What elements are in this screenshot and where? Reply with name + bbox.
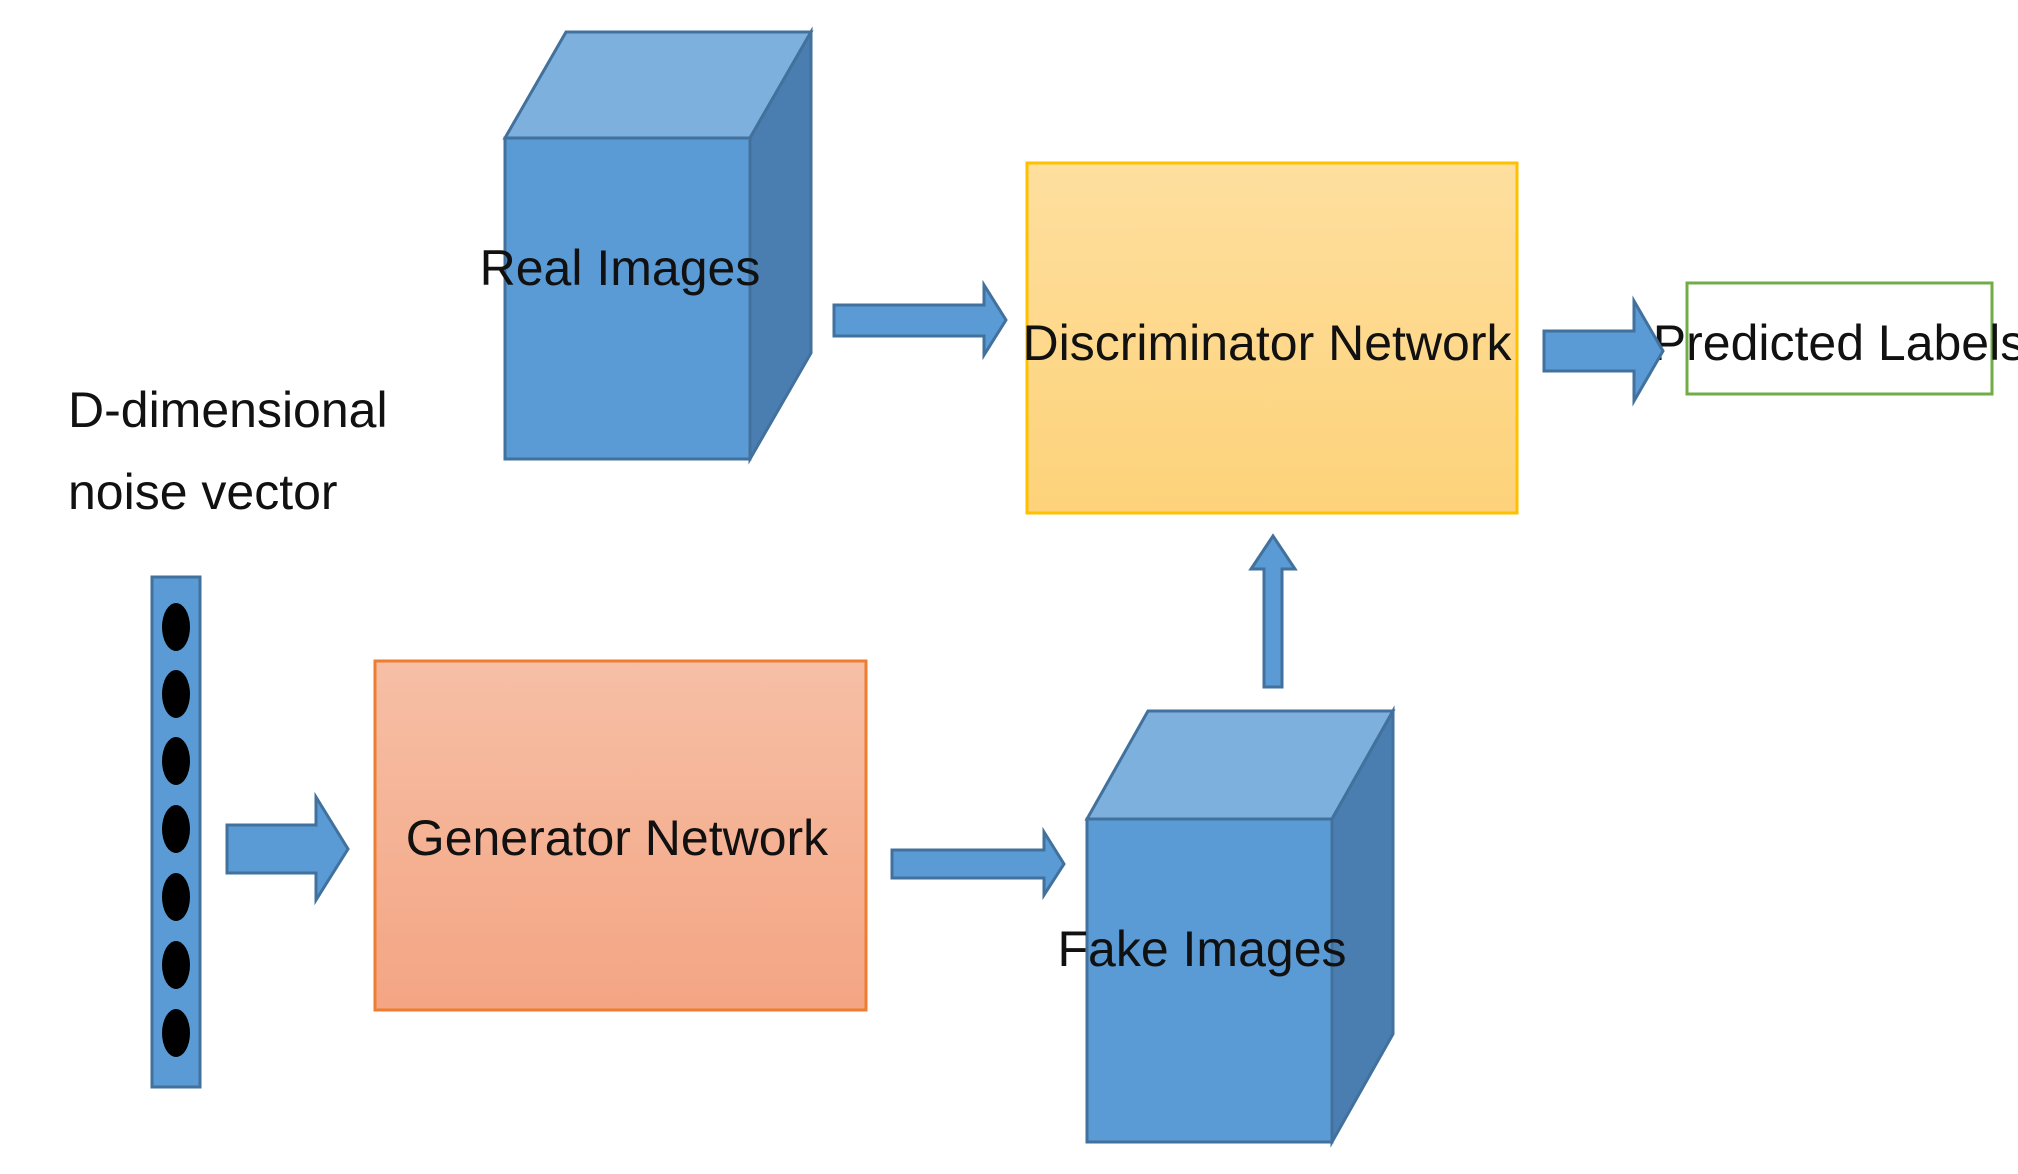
real-images-label: Real Images: [480, 240, 761, 296]
arrow-generator-to-fake: [890, 826, 1066, 901]
arrow-noise-to-generator: [225, 791, 350, 906]
generator-network-box: [373, 659, 868, 1012]
generator-network-node: Generator Network: [373, 659, 868, 1012]
predicted-labels-node: Predicted Labels: [1653, 281, 2018, 396]
noise-dot: [162, 941, 190, 989]
predicted-labels-label: Predicted Labels: [1653, 315, 2018, 371]
real-images-cube: Real Images: [480, 26, 814, 465]
noise-dot: [162, 873, 190, 921]
fake-images-label: Fake Images: [1057, 921, 1346, 977]
discriminator-network-label: Discriminator Network: [1023, 315, 1513, 371]
arrow-real-to-discriminator: [832, 279, 1008, 361]
predicted-labels-box: [1685, 281, 1994, 396]
noise-dot: [162, 737, 190, 785]
arrow-fake-to-discriminator: [1248, 533, 1298, 689]
noise-dot: [162, 1009, 190, 1057]
fake-images-cube-front: [1085, 817, 1334, 1144]
real-images-cube-front: [503, 136, 752, 461]
noise-vector-label-line1: D-dimensional: [68, 382, 388, 438]
noise-vector: [150, 575, 202, 1089]
discriminator-network-node: Discriminator Network: [1023, 161, 1519, 515]
noise-dot: [162, 603, 190, 651]
noise-dot: [162, 670, 190, 718]
fake-images-cube: Fake Images: [1057, 705, 1396, 1148]
noise-vector-label-line2: noise vector: [68, 464, 338, 520]
generator-network-label: Generator Network: [406, 810, 829, 866]
discriminator-network-box: [1025, 161, 1519, 515]
noise-dot: [162, 805, 190, 853]
arrow-discriminator-to-predicted: [1542, 295, 1665, 407]
